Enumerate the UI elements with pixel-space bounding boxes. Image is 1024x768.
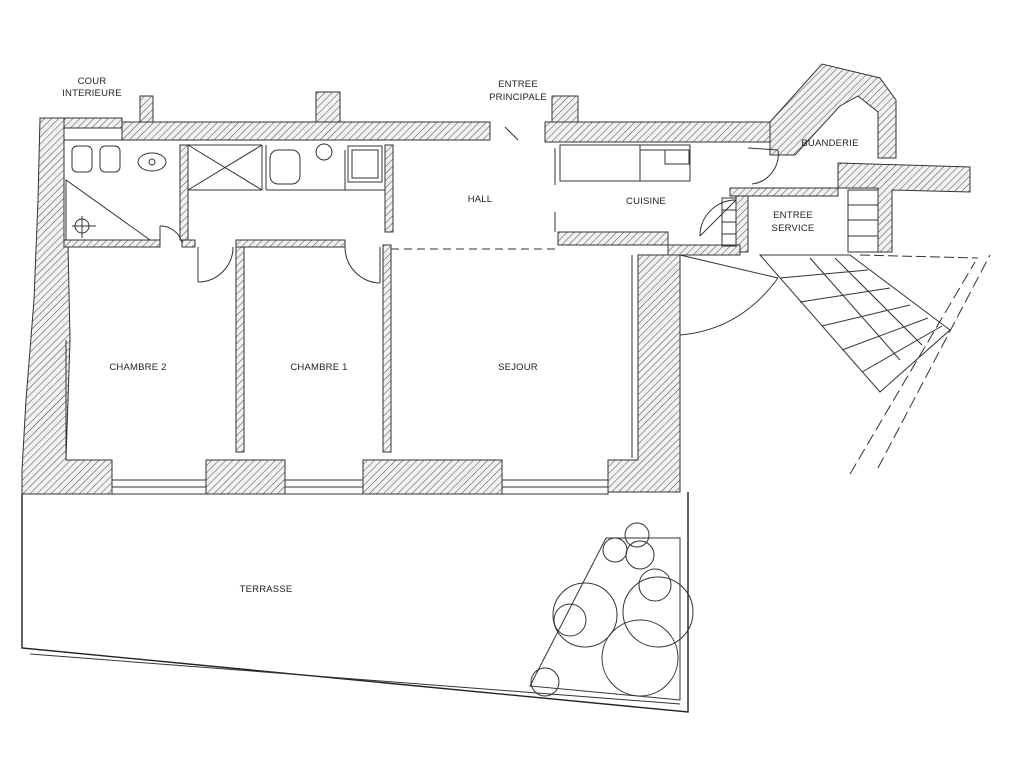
left-wall [21,117,113,495]
terrasse [21,492,694,713]
room-lines [64,139,691,458]
top-wall [121,121,491,141]
stairs [721,189,991,475]
label-entree-service-line2: SERVICE [772,223,815,234]
label-chambre-1: CHAMBRE 1 [290,362,347,373]
doors [159,147,779,336]
label-cour-line1: COUR [78,76,107,87]
label-entree-principale-line2: PRINCIPALE [489,92,547,103]
label-terrasse: TERRASSE [240,584,293,595]
terrasse-outline [21,492,689,713]
top-wall-right [544,121,771,143]
label-cuisine: CUISINE [626,196,666,207]
label-cour-line2: INTERIEURE [62,88,122,99]
label-sejour: SEJOUR [498,362,538,373]
label-entree-service-line1: ENTREE [773,210,813,221]
wc-icon [269,149,301,185]
toilet-icon [71,145,93,173]
label-buanderie: BUANDERIE [801,138,858,149]
label-chambre-2: CHAMBRE 2 [109,362,166,373]
buanderie-wall [769,63,897,159]
bidet-icon [99,145,121,173]
windows [111,122,609,495]
basin-icon [315,143,333,161]
fixtures [65,143,383,241]
label-hall: HALL [468,194,493,205]
label-entree-principale-line1: ENTREE [498,79,538,90]
walls [21,63,971,495]
room-labels: COUR INTERIEURE ENTREE PRINCIPALE BUANDE… [62,76,858,595]
tree-icon [624,522,650,548]
sejour-right-wall [607,254,681,493]
